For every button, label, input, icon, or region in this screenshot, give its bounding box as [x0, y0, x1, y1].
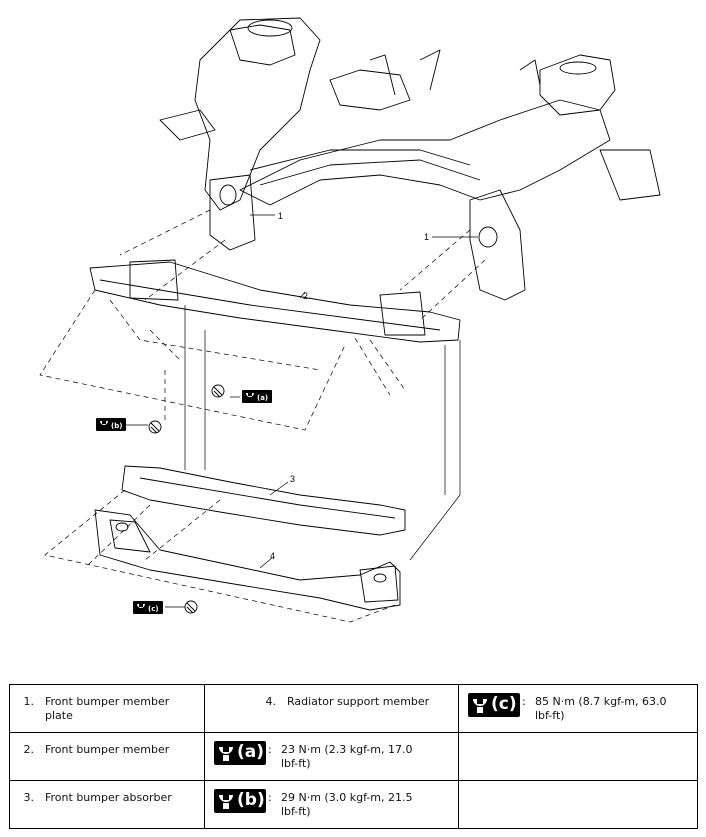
- svg-text:(c): (c): [148, 605, 159, 613]
- parts-legend-table: 1. Front bumper member plate 4. Radiator s…: [9, 684, 698, 829]
- torque-value: 29 N·m (3.0 kgf-m, 21.5 lbf-ft): [281, 791, 413, 818]
- callout-4: 4: [270, 551, 275, 561]
- part-number: 3.: [23, 791, 35, 804]
- torque-tag-a: (a): [242, 390, 272, 403]
- vehicle-frame: [159, 17, 661, 301]
- callout-3: 3: [290, 474, 295, 484]
- torque-tag-b: (b): [96, 418, 126, 431]
- front-bumper-absorber: [121, 465, 406, 536]
- torque-badge-b: (b): [214, 789, 266, 813]
- part-name: Front bumper member plate: [45, 695, 170, 722]
- leader-lines: [118, 214, 478, 608]
- part-number: 2.: [23, 743, 35, 756]
- svg-text:(a): (a): [257, 394, 268, 402]
- legend-row: 2.Front bumper member (a) : 23 N·m (2.3 …: [9, 732, 698, 781]
- part-number: 4.: [265, 695, 277, 708]
- callout-1-right: 1: [424, 232, 429, 242]
- torque-tag-c: (c): [133, 601, 163, 614]
- part-name: Front bumper member: [45, 743, 170, 756]
- torque-value: 23 N·m (2.3 kgf-m, 17.0 lbf-ft): [281, 743, 413, 770]
- guide-lines: [184, 305, 461, 561]
- torque-value: 85 N·m (8.7 kgf-m, 63.0 lbf-ft): [535, 695, 667, 722]
- projection-lines: [39, 209, 486, 623]
- exploded-view-diagram: (a) (b) (c) 1 1 2 3 4: [39, 17, 661, 623]
- part-name: Radiator support member: [287, 695, 430, 708]
- callout-1-left: 1: [278, 211, 283, 221]
- torque-badge-c: (c): [468, 693, 520, 717]
- torque-wrench-icon: [219, 795, 233, 809]
- svg-text:(b): (b): [111, 422, 122, 430]
- part-name: Front bumper absorber: [45, 791, 172, 804]
- radiator-support-member: [94, 509, 401, 611]
- legend-row: 3.Front bumper absorber (b) : 29 N·m (3.…: [9, 780, 698, 829]
- torque-wrench-icon: [219, 747, 233, 761]
- front-bumper-member: [89, 259, 461, 343]
- legend-row: 1. Front bumper member plate 4. Radiator s…: [9, 684, 698, 733]
- torque-wrench-icon: [473, 699, 487, 713]
- torque-badge-a: (a): [214, 741, 266, 765]
- callout-2: 2: [303, 291, 308, 301]
- bolt-icon: [148, 384, 225, 614]
- part-number: 1.: [23, 695, 35, 708]
